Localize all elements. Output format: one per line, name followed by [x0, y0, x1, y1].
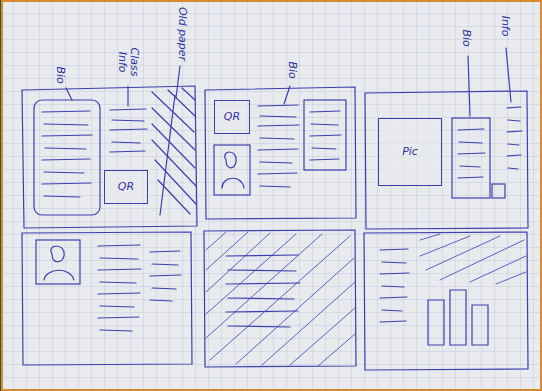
leader-line [468, 56, 470, 116]
leader-line [506, 48, 511, 102]
scribble-lines [98, 245, 141, 331]
panel-outline [22, 86, 197, 228]
box-label: QR [118, 181, 134, 193]
leader-line [176, 66, 180, 98]
scribble-lines [310, 111, 341, 160]
handwritten-label: Bio [460, 29, 472, 46]
hatching [420, 234, 526, 284]
handwritten-label: Info [499, 16, 511, 37]
scribble-lines [42, 111, 92, 197]
handwritten-label: Bio [54, 66, 66, 83]
picture-box [36, 240, 80, 284]
portrait-sketch [222, 152, 244, 188]
bar-sketch [428, 290, 488, 345]
scribble-lines [458, 129, 485, 178]
hatching [206, 232, 355, 366]
panel-outline [364, 232, 528, 370]
box-label: QR [224, 111, 240, 123]
panel-outline [204, 230, 356, 367]
bio-box [34, 100, 100, 215]
scribble-lines [226, 255, 300, 327]
leader-line [66, 88, 72, 100]
picture-box [214, 145, 250, 195]
hatching [152, 88, 196, 215]
handwritten-label: Bio [286, 61, 298, 78]
box-label: Pic [402, 146, 418, 158]
scribble-lines [150, 251, 181, 301]
bio-box [452, 118, 490, 198]
qr-box: QR [104, 170, 148, 204]
qr-box: QR [214, 100, 250, 134]
leader-line [284, 86, 290, 104]
qr-mark [492, 184, 505, 198]
panel-outline [22, 232, 192, 365]
panel-outline [205, 87, 356, 219]
portrait-sketch [44, 246, 74, 280]
handwritten-label: Class Info [116, 45, 140, 79]
scribble-lines [258, 105, 299, 187]
handwritten-label: Old paper [176, 7, 188, 61]
scribble-lines [110, 109, 147, 152]
leader-line [127, 86, 128, 106]
info-box [304, 100, 346, 170]
scribble-lines [380, 249, 409, 322]
panel-outline [365, 91, 528, 229]
picture-box: Pic [378, 118, 442, 186]
scribble-lines [507, 107, 522, 169]
